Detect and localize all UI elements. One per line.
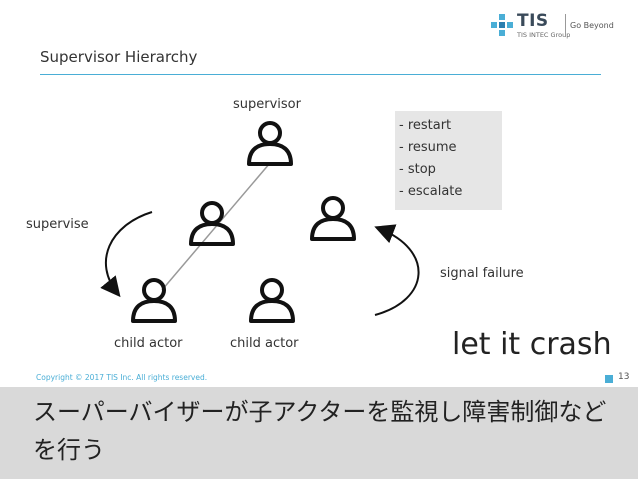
person-icon	[249, 278, 295, 323]
supervise-arrow	[100, 211, 153, 298]
child-actor-label: child actor	[230, 336, 299, 351]
child-actor-label: child actor	[114, 336, 183, 351]
supervise-label: supervise	[26, 217, 89, 232]
action-item: - stop	[399, 162, 436, 177]
logo-divider	[565, 14, 566, 36]
slide-title: Supervisor Hierarchy	[40, 48, 198, 66]
tis-logo-icon	[491, 14, 513, 36]
title-divider	[40, 74, 601, 75]
let-it-crash-text: let it crash	[452, 327, 612, 362]
signal-failure-label: signal failure	[440, 266, 524, 281]
caption-text: スーパーバイザーが子アクターを監視し障害制御などを行う	[33, 398, 607, 464]
brand-tagline: Go Beyond	[570, 21, 614, 30]
action-item: - restart	[399, 118, 452, 133]
person-icon	[247, 121, 293, 166]
brand-name: TIS	[517, 11, 549, 31]
supervisor-label: supervisor	[233, 97, 301, 112]
person-icon	[189, 201, 235, 246]
hierarchy-link	[161, 162, 271, 291]
supervisor-actions-list: - restart - resume - stop - escalate	[395, 111, 502, 203]
supervisor-actions-box: - restart - resume - stop - escalate	[395, 111, 502, 210]
brand-group: TIS INTEC Group	[517, 31, 571, 39]
copyright-text: Copyright © 2017 TIS Inc. All rights res…	[36, 373, 208, 382]
person-icon	[310, 196, 356, 241]
page-number: 13	[618, 372, 630, 382]
person-icon	[131, 278, 177, 323]
action-item: - escalate	[399, 184, 463, 199]
signal-failure-arrow	[374, 224, 420, 316]
page-marker	[605, 375, 613, 383]
caption-bar	[0, 387, 638, 479]
action-item: - resume	[399, 140, 457, 155]
